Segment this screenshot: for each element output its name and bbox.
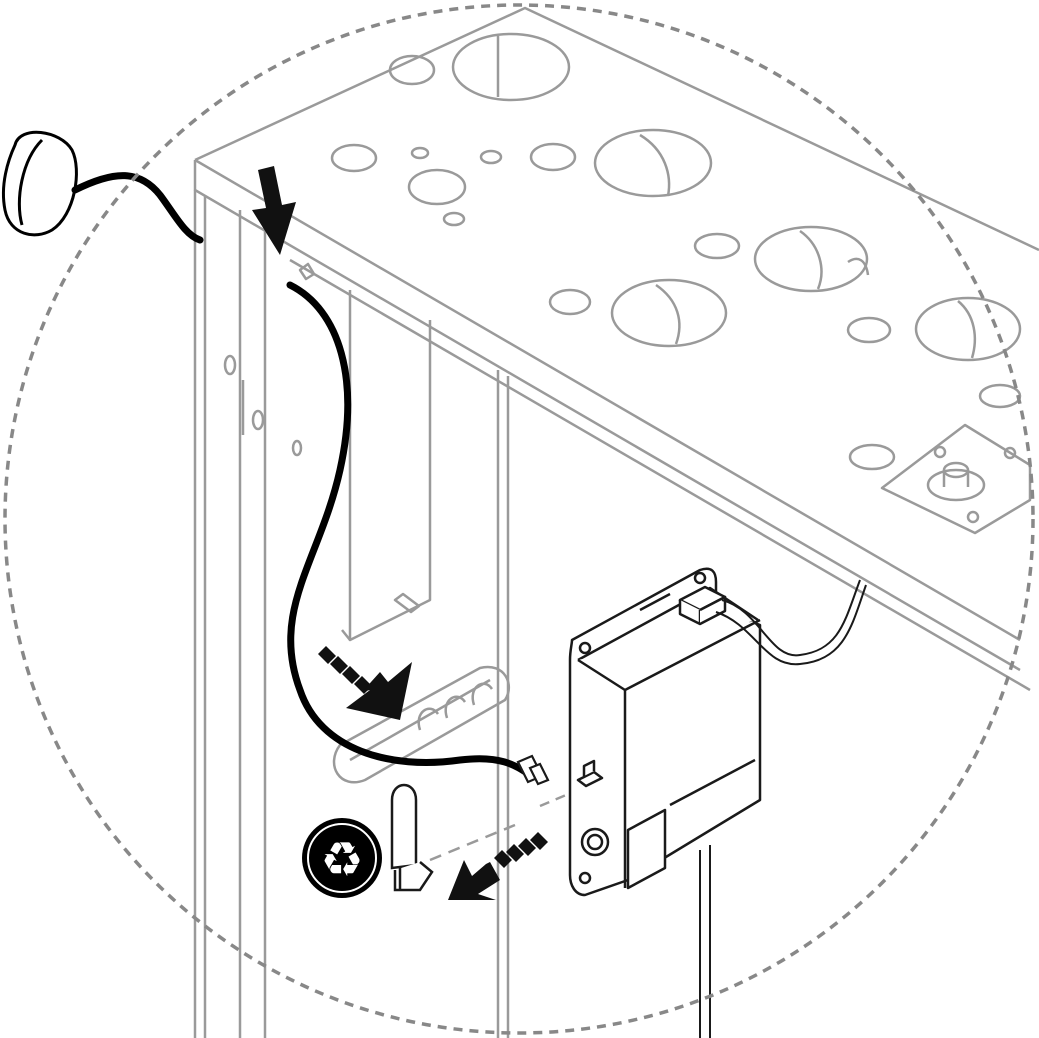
recycle-icon: ♻ [302, 818, 382, 898]
sma-connector-icon [516, 754, 550, 786]
cabinet-frame [193, 6, 1039, 1038]
dashed-arrow-icon-2 [448, 832, 548, 900]
arrow-down-icon [252, 166, 296, 255]
detail-circle-border [3, 3, 1035, 1035]
recycle-glyph: ♻ [320, 832, 363, 888]
router-box-icon [568, 567, 762, 897]
coax-cable-icon [71, 172, 534, 779]
power-cables [699, 579, 867, 1038]
dashed-arrow-icon [318, 646, 412, 720]
stub-antenna-icon [390, 783, 434, 892]
round-puck-antenna-icon [1, 130, 78, 237]
